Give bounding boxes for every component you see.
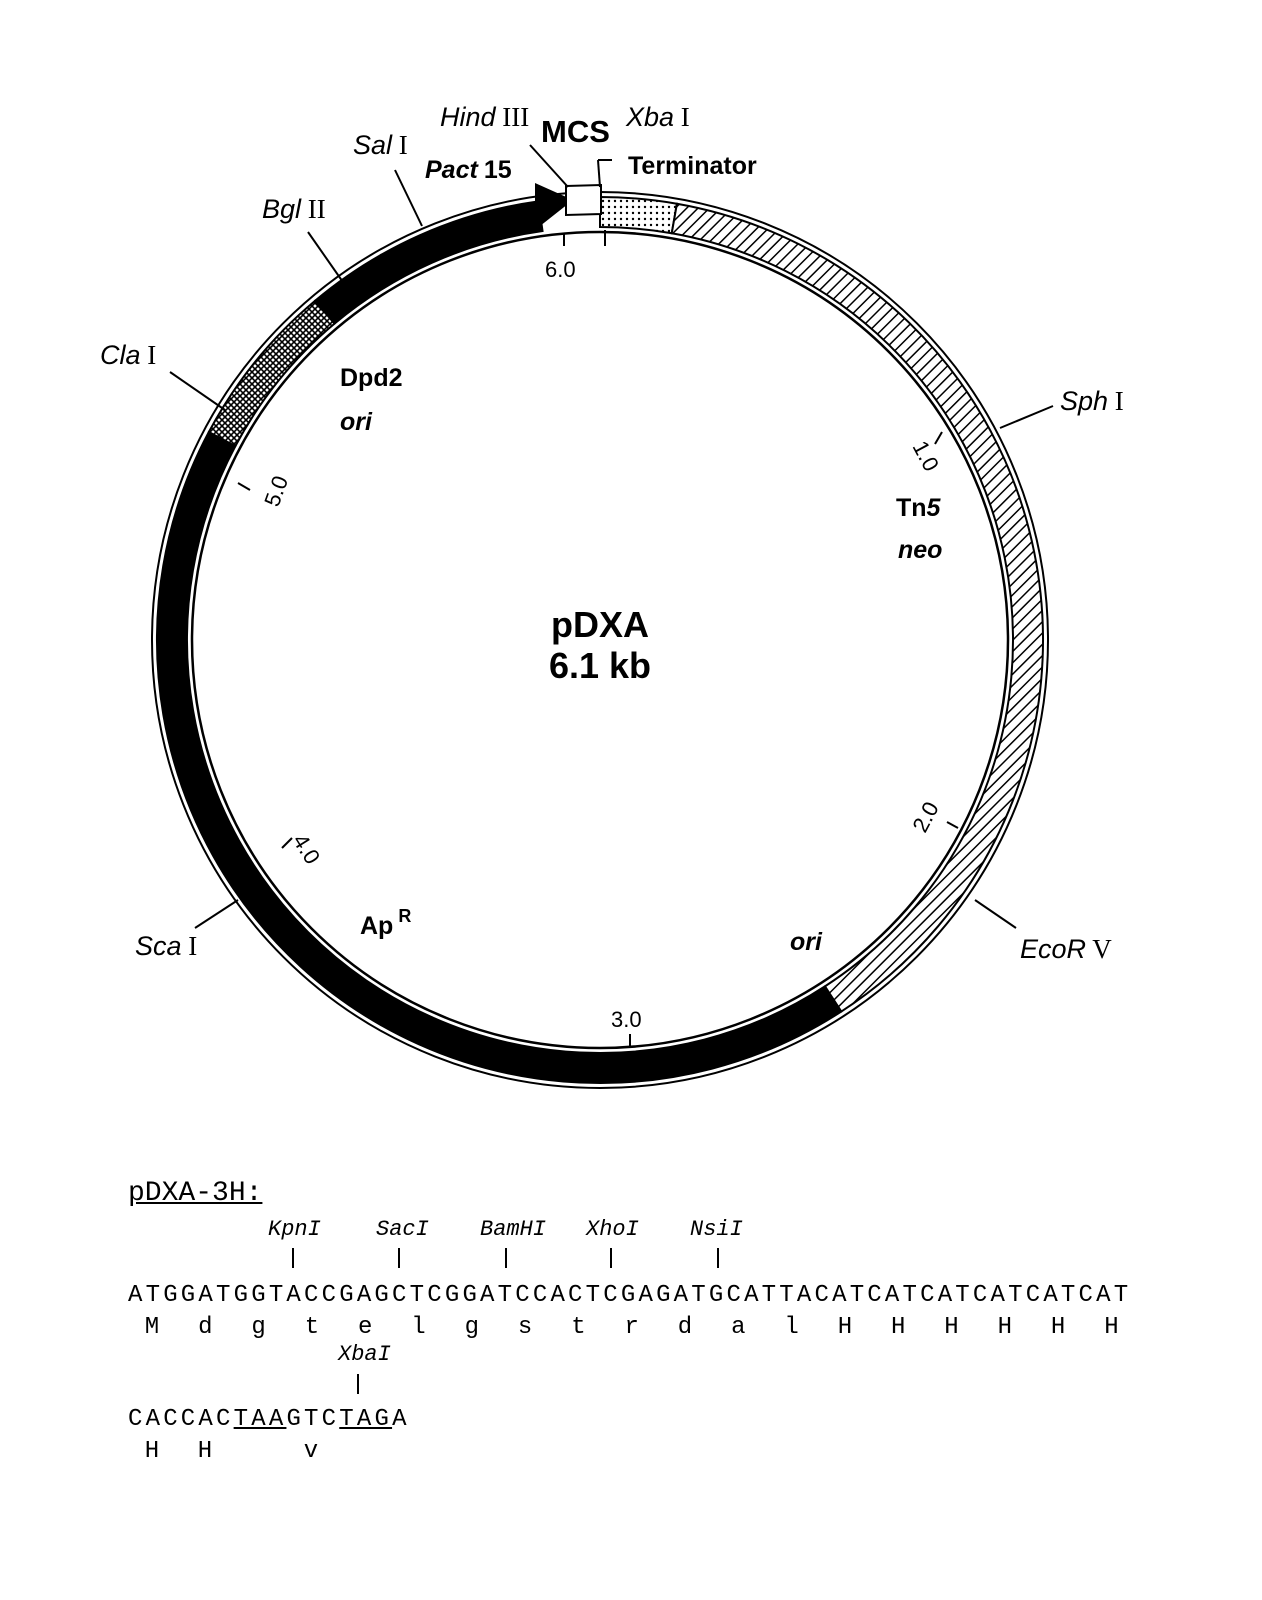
enzyme-xhoi: XhoI xyxy=(586,1217,639,1242)
dna-stop-codon: TAA xyxy=(233,1406,287,1433)
amino-acid: H xyxy=(837,1314,853,1341)
dna-part-1: CACCAC xyxy=(128,1406,234,1433)
cut-mark-nsii xyxy=(717,1248,719,1268)
neo-label: neo xyxy=(898,536,942,564)
site-hindiii: Hind III xyxy=(440,102,529,132)
scale-label-6: 6.0 xyxy=(545,257,576,282)
site-bglii: Bgl II xyxy=(262,194,326,224)
terminator-label: Terminator xyxy=(628,152,757,180)
site-clai: Cla I xyxy=(100,340,156,370)
mcs-label: MCS xyxy=(541,114,610,149)
tn5-label-b: 5 xyxy=(927,494,942,522)
tn5-label: Tn5 xyxy=(896,494,942,522)
amino-acid: M xyxy=(144,1314,160,1341)
enzyme-xbai: XbaI xyxy=(338,1342,391,1367)
amino-acid: t xyxy=(304,1314,320,1341)
amino-acid: g xyxy=(464,1314,479,1341)
site-sphi: Sph I xyxy=(1060,386,1124,416)
amino-acid: g xyxy=(251,1314,266,1341)
scale-label-3: 3.0 xyxy=(611,1007,642,1032)
dna-part-5: A xyxy=(392,1406,410,1433)
amino-acid: H xyxy=(890,1314,906,1341)
construct-title: pDXA-3H: xyxy=(128,1178,263,1209)
apr-label-sup: R xyxy=(398,906,411,926)
plasmid-name: pDXA xyxy=(551,604,649,645)
amino-acid: H xyxy=(197,1438,213,1465)
mcs-box xyxy=(565,183,602,217)
tn5-label-a: Tn xyxy=(896,494,927,522)
apr-label-main: Ap xyxy=(360,912,393,940)
pact15-arrowhead xyxy=(535,183,573,230)
feature-arcs xyxy=(156,195,1044,1084)
amino-acid: a xyxy=(731,1314,746,1341)
site-sali: Sal I xyxy=(353,130,408,160)
site-xbai: Xba I xyxy=(625,102,690,132)
enzyme-kpni: KpnI xyxy=(268,1217,321,1242)
amino-acid: e xyxy=(357,1314,373,1341)
ori-label: ori xyxy=(790,928,823,956)
dna-xbai-overlap: TAG xyxy=(339,1406,393,1433)
amino-acid: H xyxy=(144,1438,160,1465)
cut-mark-saci xyxy=(398,1248,400,1268)
dna-sequence-line-2: CACCACTAAGTCTAGA xyxy=(128,1408,410,1432)
site-leader-lines xyxy=(169,144,1054,929)
plasmid-size: 6.1 kb xyxy=(549,645,651,686)
dpd2-label: Dpd2 xyxy=(340,364,403,392)
dpd2-ori-label: ori xyxy=(340,408,373,436)
site-ecorv: EcoR V xyxy=(1020,934,1112,964)
amino-acid: s xyxy=(517,1314,533,1341)
cut-mark-xbai xyxy=(357,1374,359,1394)
cut-mark-xhoi xyxy=(610,1248,612,1268)
enzyme-saci: SacI xyxy=(376,1217,429,1242)
amino-acid: H xyxy=(1050,1314,1066,1341)
pact15-label-a: Pact xyxy=(425,156,479,184)
amino-acid: H xyxy=(944,1314,959,1341)
amino-acid: H xyxy=(1104,1314,1119,1341)
dna-sequence-line-1: ATGGATGGTACCGAGCTCGGATCCACTCGAGATGCATTAC… xyxy=(128,1282,1132,1309)
scale-tick-marks xyxy=(237,230,959,1047)
amino-acid: d xyxy=(677,1314,693,1341)
amino-acid: v xyxy=(303,1438,319,1465)
enzyme-bamhi: BamHI xyxy=(480,1217,547,1242)
amino-acid: r xyxy=(624,1314,639,1341)
plasmid-inner-circle xyxy=(190,230,1010,1050)
cut-mark-bamhi xyxy=(505,1248,507,1268)
cut-mark-kpni xyxy=(292,1248,294,1268)
site-scai: Sca I xyxy=(135,931,197,961)
pact15-label-b: 15 xyxy=(484,156,512,184)
amino-acid: t xyxy=(571,1314,586,1341)
enzyme-nsii: NsiI xyxy=(690,1217,743,1242)
amino-acid: l xyxy=(411,1314,426,1341)
dna-part-3: GTC xyxy=(286,1406,340,1433)
amino-acid: H xyxy=(997,1314,1012,1341)
amino-acid: d xyxy=(198,1314,213,1341)
amino-acid: l xyxy=(784,1314,799,1341)
